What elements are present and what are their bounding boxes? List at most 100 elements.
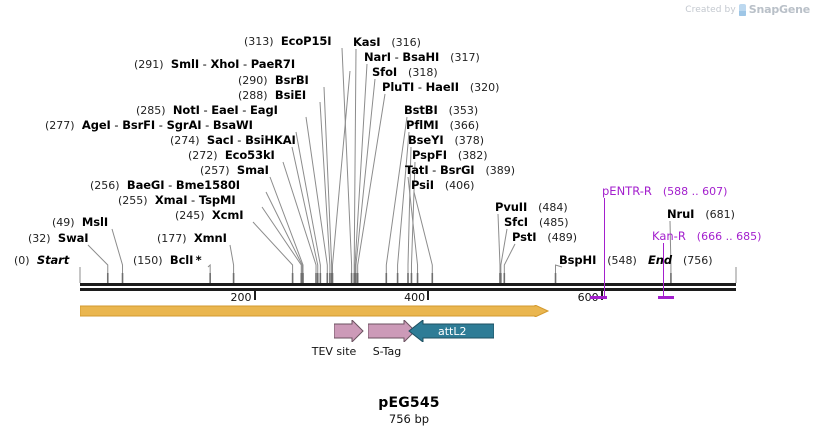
terminus-name: End: [648, 253, 672, 267]
enzyme-label-eco53ki[interactable]: (272) Eco53kI: [188, 149, 275, 162]
attl2-arrow[interactable]: [408, 320, 494, 342]
enzyme-names: BstBI: [404, 103, 438, 117]
enzyme-names: NarI - BsaHI: [364, 50, 439, 64]
enzyme-names: SwaI: [58, 231, 89, 245]
enzyme-label-bsiei[interactable]: (288) BsiEI: [238, 89, 306, 102]
enzyme-position: (274): [170, 134, 200, 147]
enzyme-label-bsrbi[interactable]: (290) BsrBI: [238, 74, 309, 87]
enzyme-label-ecop15i[interactable]: (313) EcoP15I: [244, 35, 332, 48]
enzyme-label-xmni[interactable]: (177) XmnI: [157, 232, 227, 245]
enzyme-name: BaeGI: [126, 178, 165, 192]
feature-leader-line: [604, 198, 605, 296]
sequence-line-top: [80, 283, 736, 286]
enzyme-position: (406): [444, 179, 475, 192]
enzyme-label-noti[interactable]: (285) NotI - EaeI - EagI: [136, 104, 278, 117]
ruler-tick-400: [427, 291, 430, 300]
enzyme-name: NarI: [364, 50, 391, 64]
leader-line: [332, 70, 351, 283]
enzyme-name: BsiHKAI: [245, 133, 296, 147]
feature-name: Kan-R: [652, 229, 686, 243]
enzyme-position: (313): [244, 35, 274, 48]
terminus-label-end[interactable]: End (756): [648, 254, 713, 267]
enzyme-label-xcmi[interactable]: (245) XcmI: [175, 208, 244, 222]
leader-line: [269, 176, 304, 283]
enzyme-names: EcoP15I: [281, 34, 332, 48]
enzyme-label-bsphi[interactable]: BspHI (548): [559, 254, 637, 267]
watermark-prefix: Created by: [685, 4, 736, 15]
enzyme-name: EaeI: [211, 103, 239, 117]
plasmid-length: 756 bp: [388, 412, 430, 426]
enzyme-label-pluti[interactable]: PluTI - HaeII (320): [382, 81, 499, 94]
tev-site-label: TEV site: [311, 345, 357, 358]
enzyme-label-baegi[interactable]: (256) BaeGI - Bme1580I: [90, 179, 240, 192]
leader-line: [295, 131, 321, 283]
enzyme-label-psti[interactable]: PstI (489): [512, 231, 577, 244]
enzyme-name: SacI: [206, 133, 234, 147]
enzyme-label-nrui[interactable]: NruI (681): [667, 208, 735, 221]
enzyme-position: (681): [705, 208, 735, 221]
leader-line: [319, 101, 331, 283]
leader-line: [355, 78, 376, 283]
enzyme-name: TatI: [405, 163, 429, 177]
enzyme-label-smli[interactable]: (291) SmlI - XhoI - PaeR7I: [134, 58, 295, 71]
enzyme-label-smai[interactable]: (257) SmaI: [200, 164, 269, 177]
s-tag-arrow[interactable]: [368, 320, 416, 342]
enzyme-name: SmaI: [236, 163, 269, 177]
enzyme-name: BsiEI: [274, 88, 307, 102]
enzyme-star-marker: *: [193, 253, 202, 267]
enzyme-label-kasi[interactable]: KasI (316): [353, 36, 421, 49]
enzyme-name: BsrGI: [439, 163, 475, 177]
enzyme-names: BsrBI: [275, 73, 309, 87]
enzyme-label-sfci[interactable]: SfcI (485): [504, 216, 569, 229]
enzyme-name: BsrFI: [122, 118, 156, 132]
feature-range: (666 .. 685): [696, 230, 762, 243]
enzyme-label-bcli[interactable]: (150) BclI *: [133, 254, 202, 267]
enzyme-name: PluTI: [382, 80, 415, 94]
leader-line: [385, 116, 408, 283]
enzyme-label-sfoi[interactable]: SfoI (318): [372, 66, 438, 79]
enzyme-label-bstbi[interactable]: BstBI (353): [404, 104, 478, 117]
enzyme-name: BstBI: [404, 103, 438, 117]
leader-line: [353, 48, 357, 283]
enzyme-label-xmai[interactable]: (255) XmaI - TspMI: [118, 194, 236, 207]
leader-line: [341, 47, 353, 283]
enzyme-position: (291): [134, 58, 164, 71]
feature-bar-pentr-r[interactable]: [590, 296, 607, 299]
enzyme-name: XcmI: [211, 208, 244, 222]
enzyme-label-saci[interactable]: (274) SacI - BsiHKAI: [170, 134, 296, 147]
enzyme-position: (150): [133, 254, 163, 267]
enzyme-names: PsiI: [411, 178, 434, 192]
enzyme-position: (389): [485, 164, 516, 177]
ruler-tick-200: [253, 291, 256, 300]
s-tag-label: S-Tag: [372, 345, 402, 358]
leader-line: [497, 213, 501, 283]
enzyme-name: EcoP15I: [280, 34, 332, 48]
terminus-position: (0): [14, 254, 30, 267]
enzyme-label-psii[interactable]: PsiI (406): [411, 179, 474, 192]
enzyme-label-pspfi[interactable]: PspFI (382): [412, 149, 488, 162]
enzyme-name: SfcI: [504, 215, 528, 229]
enzyme-name: SfoI: [372, 65, 398, 79]
enzyme-label-pflmi[interactable]: PflMI (366): [406, 119, 479, 132]
enzyme-names: XmaI - TspMI: [155, 193, 236, 207]
enzyme-label-bseyi[interactable]: BseYI (378): [408, 134, 484, 147]
enzyme-name: SmlI: [170, 57, 199, 71]
feature-bar-kan-r[interactable]: [657, 296, 675, 299]
enzyme-label-swai[interactable]: (32) SwaI: [28, 231, 89, 245]
enzyme-label-msli[interactable]: (49) MslI: [52, 216, 108, 229]
leader-line: [305, 116, 328, 283]
enzyme-label-pvuii[interactable]: PvuII (484): [495, 201, 568, 214]
leader-line: [291, 146, 319, 283]
terminus-name: Start: [36, 253, 70, 267]
terminus-label-start[interactable]: (0) Start: [14, 254, 69, 267]
feature-label-kan-r[interactable]: Kan-R (666 .. 685): [652, 230, 761, 243]
attl2-label: attL2: [438, 325, 467, 338]
enzyme-position: (255): [118, 194, 148, 207]
enzyme-label-tati[interactable]: TatI - BsrGI (389): [405, 164, 515, 177]
feature-label-pentr-r[interactable]: pENTR-R (588 .. 607): [602, 185, 727, 198]
orf-arrow[interactable]: [80, 305, 550, 317]
enzyme-label-agei[interactable]: (277) AgeI - BsrFI - SgrAI - BsaWI: [45, 119, 253, 132]
enzyme-position: (277): [45, 119, 75, 132]
enzyme-label-nari[interactable]: NarI - BsaHI (317): [364, 51, 480, 64]
tev-site-arrow[interactable]: [334, 320, 364, 342]
